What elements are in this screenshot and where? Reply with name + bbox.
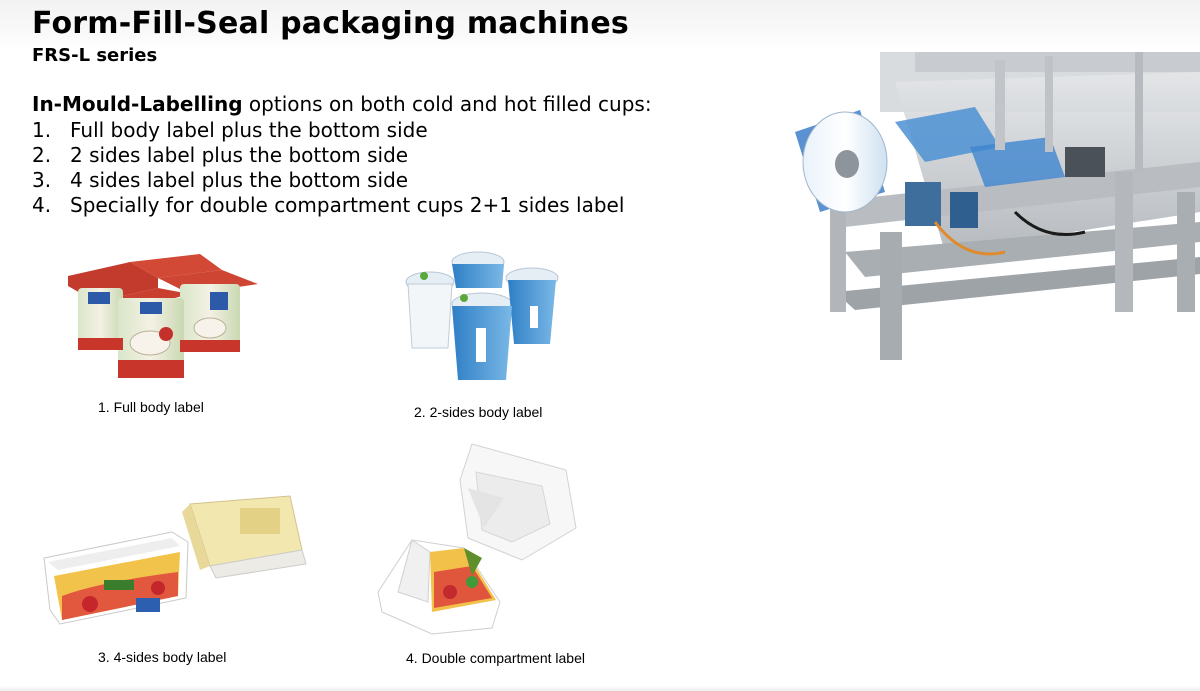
full-body-label-cups-image [68,254,258,378]
option-item: 1. Full body label plus the bottom side [32,118,624,143]
option-item: 4. Specially for double compartment cups … [32,193,624,218]
four-sides-label-tub-image [43,495,307,625]
slide-subtitle: FRS-L series [32,45,158,66]
two-sides-label-cups-image [405,251,559,380]
option-text: Full body label plus the bottom side [70,118,428,142]
option-item: 2. 2 sides label plus the bottom side [32,143,624,168]
option-number: 4. [32,193,52,217]
intro-rest: options on both cold and hot filled cups… [242,92,652,116]
option-text: Specially for double compartment cups 2+… [70,193,625,217]
bottom-divider [0,686,1200,691]
intro-bold: In-Mould-Labelling [32,92,243,116]
option-text: 4 sides label plus the bottom side [70,168,409,192]
form-fill-seal-machine-image [795,52,1200,360]
header-band [0,0,1200,50]
double-compartment-cups-image [377,443,577,635]
option-number: 2. [32,143,52,167]
intro-text: In-Mould-Labelling options on both cold … [32,92,652,116]
options-list: 1. Full body label plus the bottom side 2… [32,118,624,218]
caption-double-compartment-label: 4. Double compartment label [406,650,585,666]
slide-title: Form-Fill-Seal packaging machines [32,6,629,41]
option-text: 2 sides label plus the bottom side [70,143,409,167]
option-item: 3. 4 sides label plus the bottom side [32,168,624,193]
caption-four-sides-label: 3. 4-sides body label [98,649,227,665]
option-number: 1. [32,118,52,142]
caption-full-body-label: 1. Full body label [98,399,204,415]
caption-two-sides-label: 2. 2-sides body label [414,404,543,420]
option-number: 3. [32,168,52,192]
